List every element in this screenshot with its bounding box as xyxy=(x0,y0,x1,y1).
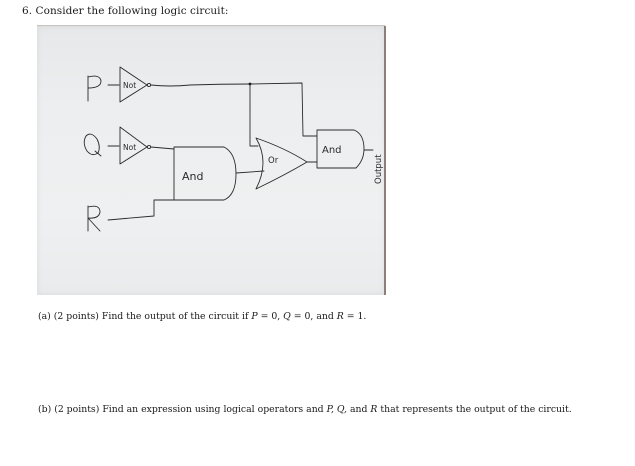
circuit-photo: Not Not And Or xyxy=(37,26,385,295)
and-gate-1: And xyxy=(173,146,237,201)
or-gate: Or xyxy=(255,137,308,190)
not-gate-p: Not xyxy=(119,66,152,103)
input-label-p xyxy=(87,75,102,102)
part-b-text-after: that represents the output of the circui… xyxy=(377,404,572,415)
part-a-points: (2 points) xyxy=(53,311,99,322)
q-value: = 0, and xyxy=(290,311,337,322)
wire-notp-to-or xyxy=(249,83,259,147)
p-value: = 0, xyxy=(257,311,284,322)
part-a-prefix: (a) xyxy=(38,311,51,322)
and-gate-2: And xyxy=(316,129,365,169)
wire-and1-to-or xyxy=(235,170,265,174)
var-p: P xyxy=(251,311,258,322)
output-label: Output xyxy=(374,154,384,184)
part-b: (b) (2 points) Find an expression using … xyxy=(38,404,572,415)
or-label: Or xyxy=(268,156,279,166)
part-a-text: Find the output of the circuit if xyxy=(101,311,252,322)
input-label-r xyxy=(87,205,101,232)
wire-r xyxy=(107,199,175,221)
part-b-prefix: (b) xyxy=(38,404,52,415)
input-label-q xyxy=(83,133,102,157)
var-r: R xyxy=(370,404,378,415)
part-b-points: (2 points) xyxy=(54,404,100,415)
photo-edge-right xyxy=(384,26,386,295)
and-word: and xyxy=(347,404,371,415)
part-a: (a) (2 points) Find the output of the ci… xyxy=(38,311,366,322)
not-label: Not xyxy=(123,143,136,152)
wire-notp xyxy=(150,83,251,87)
question-heading: 6. Consider the following logic circuit: xyxy=(22,5,229,17)
not-label: Not xyxy=(123,81,136,90)
and-label: And xyxy=(322,145,342,156)
part-b-text: Find an expression using logical operato… xyxy=(102,404,327,415)
wire-notq-to-and1 xyxy=(150,146,175,150)
var-q: Q xyxy=(283,311,291,322)
and-label: And xyxy=(182,170,203,183)
wire-notp-to-and2 xyxy=(249,82,318,137)
vars-pq: P, Q, xyxy=(326,404,347,415)
not-gate-q: Not xyxy=(119,126,152,165)
r-value: = 1. xyxy=(343,311,367,322)
var-r: R xyxy=(336,311,344,322)
